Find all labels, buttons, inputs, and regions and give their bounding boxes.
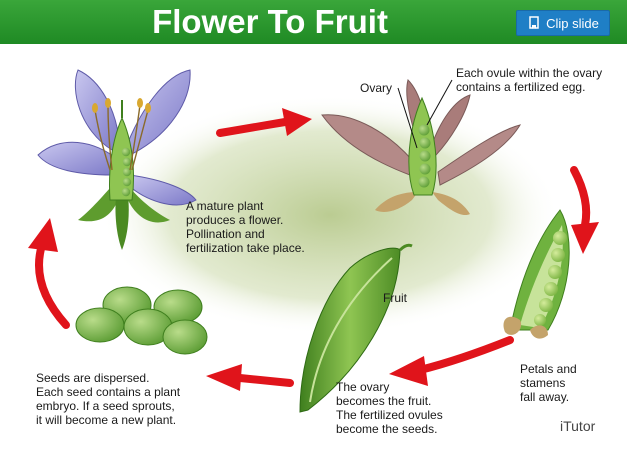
- pea-pod-illustration: [503, 209, 570, 339]
- petals-caption-line-1: Petals and: [520, 362, 577, 376]
- arrow-seeds-to-flower: [28, 218, 70, 329]
- mature-caption-line-1: A mature plant: [186, 199, 264, 213]
- background-halo: [100, 95, 560, 335]
- flower-illustration: [37, 69, 197, 250]
- ovary-label: Ovary: [360, 81, 393, 95]
- petals-caption-line-2: stamens: [520, 376, 566, 390]
- ovary-fruit-caption-line-3: The fertilized ovules: [336, 408, 443, 422]
- clip-slide-label: Clip slide: [546, 15, 599, 31]
- fruit-label: Fruit: [383, 291, 407, 305]
- ovary-fruit-caption-line-2: becomes the fruit.: [336, 394, 432, 408]
- mature-caption-line-2: produces a flower.: [186, 213, 284, 227]
- ovary-illustration: [321, 79, 522, 216]
- brand-logo: iTutor: [560, 418, 596, 434]
- clip-icon: [529, 16, 539, 29]
- arrow-pod-to-fruit: [389, 336, 514, 386]
- ovary-fruit-caption-line-4: become the seeds.: [336, 422, 438, 436]
- ovule-caption-line-2: contains a fertilized egg.: [456, 80, 586, 94]
- ovary-fruit-caption-line-1: The ovary: [336, 380, 390, 394]
- mature-caption-line-3: Pollination and: [186, 227, 265, 241]
- arrow-ovary-to-pod: [570, 166, 599, 254]
- seeds-caption-line-2: Each seed contains a plant: [36, 385, 181, 399]
- clip-slide-button[interactable]: Clip slide: [516, 10, 610, 36]
- seeds-caption-line-4: it will become a new plant.: [36, 413, 177, 427]
- slide-title: Flower To Fruit: [152, 3, 388, 40]
- fruit-illustration: [299, 243, 413, 413]
- mature-caption-line-4: fertilization take place.: [186, 241, 305, 255]
- ovule-caption-line-1: Each ovule within the ovary: [456, 66, 603, 80]
- petals-caption-line-3: fall away.: [520, 390, 570, 404]
- arrow-flower-to-ovary: [216, 108, 312, 137]
- seeds-caption-line-1: Seeds are dispersed.: [36, 371, 150, 385]
- seeds-caption-line-3: embryo. If a seed sprouts,: [36, 399, 175, 413]
- seeds-illustration: [75, 286, 208, 355]
- arrow-fruit-to-seeds: [206, 364, 294, 391]
